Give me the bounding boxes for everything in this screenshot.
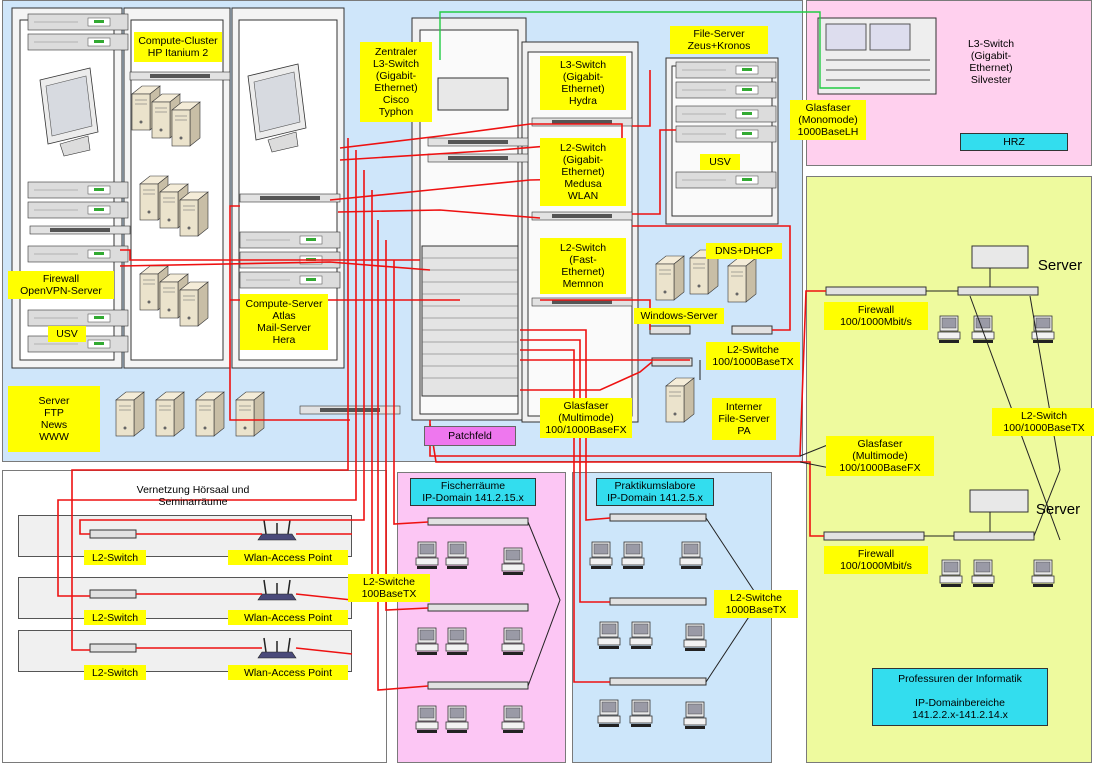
wlan-ap-room-2-label: Wlan-Access Point [228, 610, 348, 625]
firewall-top-label: Firewall 100/1000Mbit/s [824, 302, 928, 330]
patch-panel-grid [421, 245, 519, 397]
glasfaser-monomode-label: Glasfaser (Monomode) 1000BaseLH [790, 100, 866, 140]
server-ftp-label: Server FTP News WWW [8, 386, 100, 452]
glasfaser-multimode-right-label: Glasfaser (Multimode) 100/1000BaseFX [826, 436, 934, 476]
praktikumslabore-label: Praktikumslabore IP-Domain 141.2.5.x [596, 478, 714, 506]
interner-file-server-label: Interner File-Server PA [712, 398, 776, 440]
l3-switch-hydra-label: L3-Switch (Gigabit- Ethernet) Hydra [540, 56, 626, 110]
hrz-switch [817, 17, 937, 95]
l2-switche-100-1000-label: L2-Switche 100/1000BaseTX [706, 342, 800, 370]
wlan-ap-room-1-label: Wlan-Access Point [228, 550, 348, 565]
server-top-label: Server [1037, 256, 1083, 274]
l2-switche-100basetx-label: L2-Switche 100BaseTX [348, 574, 430, 602]
l2-switche-1000basetx-label: L2-Switche 1000BaseTX [714, 590, 798, 618]
l2-switch-medusa-label: L2-Switch (Gigabit- Ethernet) Medusa WLA… [540, 138, 626, 206]
l3-switch-silvester-label: L3-Switch (Gigabit- Ethernet) Silvester [967, 38, 1015, 86]
hrz-label: HRZ [960, 133, 1068, 151]
compute-cluster-label: Compute-Cluster HP Itanium 2 [134, 32, 222, 62]
l2-switch-right-label: L2-Switch 100/1000BaseTX [992, 408, 1094, 436]
wlan-ap-room-3-label: Wlan-Access Point [228, 665, 348, 680]
compute-server-label: Compute-Server Atlas Mail-Server Hera [240, 294, 328, 350]
fischerraeume-label: Fischerräume IP-Domain 141.2.15.x [410, 478, 536, 506]
server-bottom-label: Server [1035, 500, 1081, 518]
usv-left-label: USV [48, 326, 86, 342]
glasfaser-multimode-label: Glasfaser (Multimode) 100/1000BaseFX [540, 398, 632, 438]
patchfeld-label: Patchfeld [424, 426, 516, 446]
firewall-openvpn-label: Firewall OpenVPN-Server [8, 271, 114, 299]
l2-switch-room-1-label: L2-Switch [84, 550, 146, 565]
cables-green [439, 11, 860, 89]
windows-server-label: Windows-Server [634, 308, 724, 324]
central-switch-label: Zentraler L3-Switch (Gigabit- Ethernet) … [360, 42, 432, 122]
dns-dhcp-label: DNS+DHCP [706, 243, 782, 259]
usv-top-label: USV [700, 154, 740, 170]
l2-switch-room-2-label: L2-Switch [84, 610, 146, 625]
vernetzung-label: Vernetzung Hörsaal und Seminarräume [136, 484, 250, 508]
professuren-label: Professuren der Informatik IP-Domainbere… [872, 668, 1048, 726]
l2-switch-memnon-label: L2-Switch (Fast- Ethernet) Memnon [540, 238, 626, 294]
firewall-bottom-label: Firewall 100/1000Mbit/s [824, 546, 928, 574]
l2-switch-room-3-label: L2-Switch [84, 665, 146, 680]
file-server-label: File-Server Zeus+Kronos [670, 26, 768, 54]
